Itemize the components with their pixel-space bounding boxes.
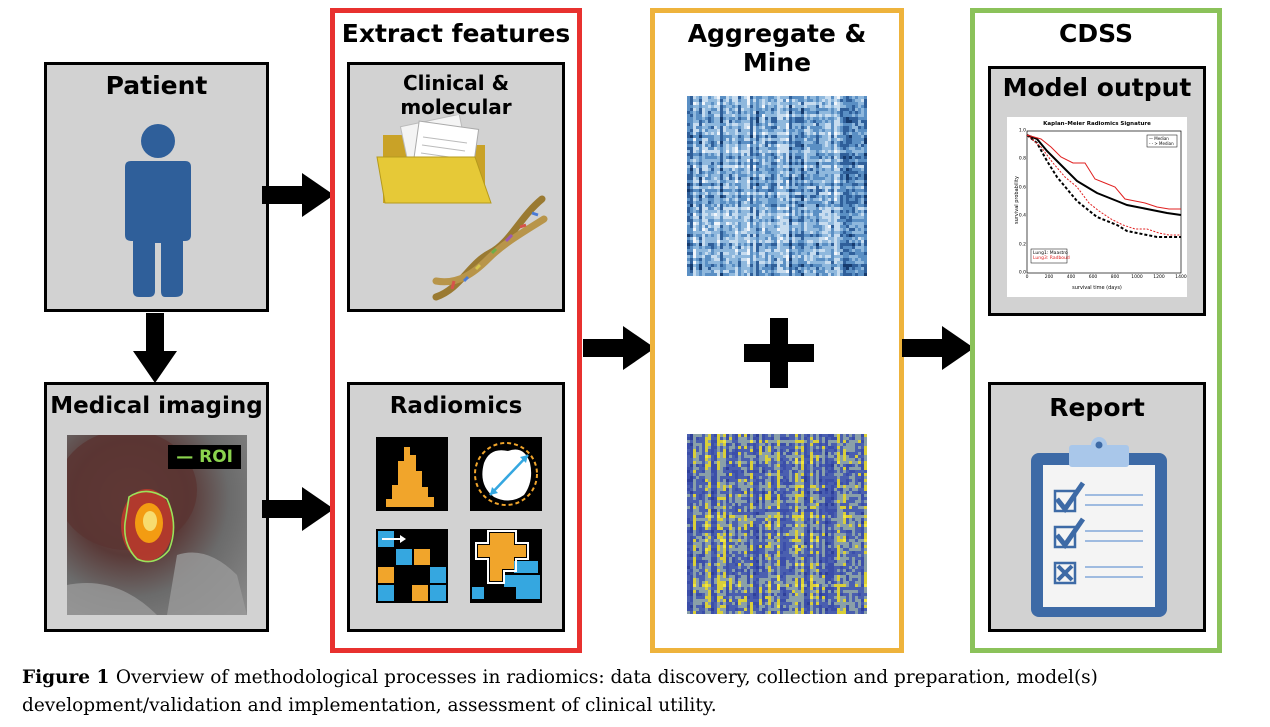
km-xtick: 400 (1066, 275, 1076, 280)
km-chart-title: Kaplan–Meier Radiomics Signature (1043, 121, 1151, 127)
model-output-box: Model output Kaplan–Meier Radiomics Sign… (988, 66, 1206, 316)
imaging-title: Medical imaging (50, 393, 263, 419)
texture-feature-icon (376, 529, 448, 603)
km-xtick: 1000 (1131, 275, 1143, 280)
cdss-title: CDSS (1059, 19, 1133, 48)
km-xtick: 200 (1044, 275, 1054, 280)
patient-box: Patient (44, 62, 269, 312)
arrow-patient-to-extract (262, 173, 334, 217)
aggregate-title: Aggregate & Mine (687, 19, 867, 77)
km-legend-2: - - > Median (1149, 141, 1174, 146)
roi-legend: — ROI (168, 445, 241, 469)
km-xticks: 0 200 400 600 800 1000 1200 1400 (1025, 275, 1187, 283)
zone-feature-icon (470, 529, 542, 603)
blue-heatmap (687, 96, 867, 276)
km-ytick: 0.0 (1018, 270, 1026, 276)
report-title: Report (1049, 393, 1145, 422)
person-icon (125, 124, 191, 297)
km-ytick: 0.8 (1018, 156, 1026, 162)
report-box: Report (988, 382, 1206, 632)
arrow-extract-to-aggregate (583, 326, 655, 370)
arrow-aggregate-to-cdss (902, 326, 974, 370)
km-ytick: 1.0 (1018, 128, 1026, 134)
ct-scan-image: — ROI (67, 435, 247, 615)
km-xlabel: survival time (days) (1072, 285, 1122, 291)
km-ytick: 0.2 (1018, 242, 1026, 248)
arrow-imaging-to-extract (262, 487, 334, 531)
km-xtick: 1400 (1175, 275, 1187, 280)
imaging-box: Medical imaging — ROI (44, 382, 269, 632)
yellow-heatmap (687, 434, 867, 614)
km-xtick: 1200 (1153, 275, 1165, 280)
extract-title: Extract features (341, 19, 571, 48)
plus-icon (744, 318, 814, 388)
patient-title: Patient (105, 71, 208, 100)
km-legend-1: — Median (1149, 136, 1169, 141)
caption-label: Figure 1 (22, 667, 116, 688)
model-output-title: Model output (1002, 73, 1192, 102)
arrow-patient-to-imaging (133, 313, 177, 383)
km-ytick: 0.4 (1018, 213, 1026, 219)
folder-icon (376, 115, 492, 204)
caption-text: Overview of methodological processes in … (22, 667, 1098, 716)
clinical-title: Clinical & molecular (400, 71, 512, 119)
shape-feature-icon (470, 437, 542, 511)
km-inset-2: Lung3: Radboud (1033, 256, 1070, 261)
ct-scan-graphic (67, 435, 247, 615)
km-xtick: 0 (1025, 275, 1029, 280)
roi-label: — ROI (176, 447, 233, 467)
clinical-box: Clinical & molecular (347, 62, 565, 312)
km-xtick: 600 (1088, 275, 1098, 280)
km-xtick: 800 (1110, 275, 1120, 280)
km-yticks: 1.0 0.8 0.6 0.4 0.2 0.0 (1017, 128, 1027, 276)
histogram-feature-icon (376, 437, 448, 511)
km-ytick: 0.6 (1018, 185, 1026, 191)
radiomics-box: Radiomics (347, 382, 565, 632)
radiomics-title: Radiomics (389, 393, 523, 419)
km-curves (1026, 130, 1182, 274)
km-inset-1: Lung1: Maastro (1033, 251, 1068, 256)
clipboard-icon (1031, 437, 1167, 617)
figure-caption: Figure 1 Overview of methodological proc… (22, 664, 1262, 720)
km-plot: Kaplan–Meier Radiomics Signature — Media… (1007, 117, 1187, 297)
dna-icon (432, 195, 548, 301)
